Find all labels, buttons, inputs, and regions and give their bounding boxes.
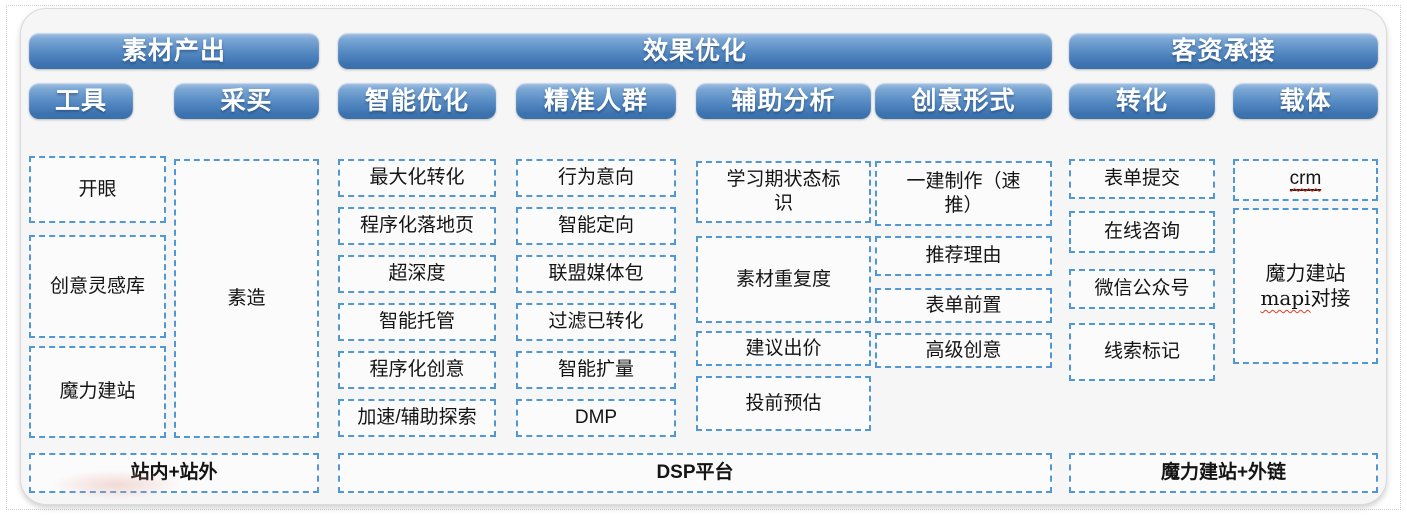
box-behavior-intent: 行为意向 [516, 159, 676, 197]
box-one-click-production: 一建制作（速推） [875, 161, 1052, 226]
box-wechat-official-account: 微信公众号 [1069, 269, 1215, 309]
box-recommendation-reason: 推荐理由 [875, 236, 1052, 276]
box-programmatic-creative: 程序化创意 [338, 351, 496, 389]
box-super-depth: 超深度 [338, 255, 496, 293]
box-lead-tagging: 线索标记 [1069, 323, 1215, 381]
column-conversion: 表单提交 在线咨询 微信公众号 线索标记 [1069, 156, 1215, 438]
box-max-conversion: 最大化转化 [338, 159, 496, 197]
columns-a: 开眼 创意灵感库 魔力建站 素造 [29, 156, 319, 438]
box-crm: crm [1233, 159, 1378, 201]
subheader-creative-format: 创意形式 [875, 83, 1052, 119]
footer-dsp-platform: DSP平台 [338, 453, 1052, 493]
faint-watermark [51, 470, 181, 500]
subheader-precise-audience: 精准人群 [516, 83, 676, 119]
box-magic-site-builder: 魔力建站 [29, 346, 166, 438]
column-tools: 开眼 创意灵感库 魔力建站 [29, 156, 166, 438]
subheader-conversion: 转化 [1069, 83, 1215, 119]
box-online-consultation: 在线咨询 [1069, 211, 1215, 253]
footer-onsite-offsite: 站内+站外 [29, 453, 319, 493]
subheader-auxiliary-analysis: 辅助分析 [696, 83, 871, 119]
footer-magic-site-external-links: 魔力建站+外链 [1069, 453, 1378, 493]
columns-b: 最大化转化 程序化落地页 超深度 智能托管 程序化创意 加速/辅助探索 行为意向… [338, 156, 1052, 438]
header-effect-optimization: 效果优化 [338, 33, 1052, 69]
box-creative-inspiration-library: 创意灵感库 [29, 235, 166, 338]
crm-label: crm [1289, 168, 1322, 192]
header-lead-reception: 客资承接 [1069, 33, 1378, 69]
box-accelerated-assisted-exploration: 加速/辅助探索 [338, 399, 496, 437]
mapi-label: mapi [1260, 286, 1311, 310]
subheader-carrier: 载体 [1233, 83, 1378, 119]
box-dmp: DMP [516, 399, 676, 437]
box-form-upfront: 表单前置 [875, 288, 1052, 323]
box-suggested-bid: 建议出价 [696, 331, 871, 366]
box-smart-targeting: 智能定向 [516, 207, 676, 245]
section-lead-reception: 客资承接 转化 载体 表单提交 在线咨询 微信公众号 线索标记 crm 魔力建 [1069, 33, 1378, 493]
column-smart-optimization: 最大化转化 程序化落地页 超深度 智能托管 程序化创意 加速/辅助探索 [338, 156, 496, 438]
box-union-media-pack: 联盟媒体包 [516, 255, 676, 293]
main-panel: 素材产出 工具 采买 开眼 创意灵感库 魔力建站 素造 站内+站外 效果优化 [20, 8, 1387, 505]
column-auxiliary-analysis: 学习期状态标识 素材重复度 建议出价 投前预估 [696, 156, 871, 438]
subheader-row-a: 工具 采买 [29, 83, 319, 119]
section-material-production: 素材产出 工具 采买 开眼 创意灵感库 魔力建站 素造 站内+站外 [29, 33, 319, 493]
box-programmatic-landing-page: 程序化落地页 [338, 207, 496, 245]
header-material-production: 素材产出 [29, 33, 319, 69]
subheader-row-c: 转化 载体 [1069, 83, 1378, 119]
box-filter-converted: 过滤已转化 [516, 303, 676, 341]
column-purchase: 素造 [174, 156, 319, 438]
box-pre-launch-estimate: 投前预估 [696, 376, 871, 431]
box-form-submission: 表单提交 [1069, 159, 1215, 199]
column-precise-audience: 行为意向 智能定向 联盟媒体包 过滤已转化 智能扩量 DMP [516, 156, 676, 438]
box-kaiyan: 开眼 [29, 156, 166, 223]
subheader-purchase: 采买 [174, 83, 319, 119]
box-learning-phase-status: 学习期状态标识 [696, 161, 871, 223]
column-creative-format: 一建制作（速推） 推荐理由 表单前置 高级创意 [875, 156, 1052, 438]
box-smart-hosting: 智能托管 [338, 303, 496, 341]
subheader-smart-optimization: 智能优化 [338, 83, 496, 119]
diagram-sections: 素材产出 工具 采买 开眼 创意灵感库 魔力建站 素造 站内+站外 效果优化 [21, 9, 1386, 493]
box-advanced-creative: 高级创意 [875, 333, 1052, 368]
box-suzao: 素造 [174, 159, 319, 438]
box-material-duplication: 素材重复度 [696, 236, 871, 323]
section-effect-optimization: 效果优化 智能优化 精准人群 辅助分析 创意形式 最大化转化 程序化落地页 超深… [338, 33, 1052, 493]
subheader-row-b: 智能优化 精准人群 辅助分析 创意形式 [338, 83, 1052, 119]
box-smart-expansion: 智能扩量 [516, 351, 676, 389]
subheader-tools: 工具 [29, 83, 133, 119]
